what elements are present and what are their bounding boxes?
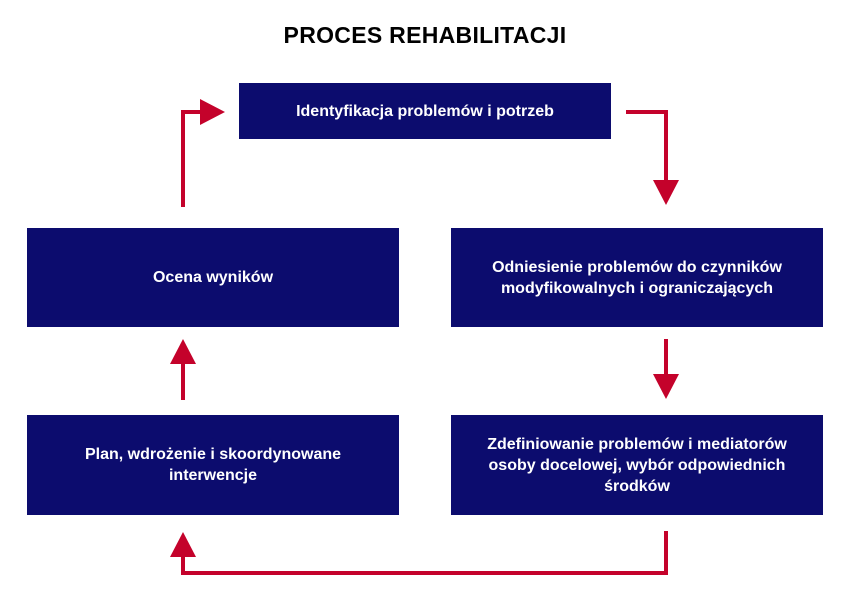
arrow-reference-to-definition	[653, 339, 679, 399]
step-definition-label: Zdefiniowanie problemów i mediatorów oso…	[487, 435, 787, 495]
step-evaluation-label: Ocena wyników	[152, 269, 274, 286]
arrow-identification-to-reference	[626, 110, 679, 205]
step-reference-label: Odniesienie problemów do czynników modyf…	[492, 258, 782, 297]
arrow-plan-to-evaluation	[170, 339, 196, 400]
step-reference-box: Odniesienie problemów do czynników modyf…	[451, 228, 823, 327]
step-plan-label: Plan, wdrożenie i skoordynowane interwen…	[84, 446, 342, 484]
arrow-definition-to-plan	[170, 531, 668, 575]
step-identification-label: Identyfikacja problemów i potrzeb	[296, 102, 554, 120]
step-definition-box: Zdefiniowanie problemów i mediatorów oso…	[451, 415, 823, 515]
step-evaluation-box: Ocena wyników	[27, 228, 399, 327]
diagram-title: PROCES REHABILITACJI	[283, 22, 567, 48]
step-plan-box: Plan, wdrożenie i skoordynowane interwen…	[27, 415, 399, 515]
step-identification-box: Identyfikacja problemów i potrzeb	[239, 83, 611, 139]
arrow-evaluation-to-identification	[181, 99, 225, 207]
